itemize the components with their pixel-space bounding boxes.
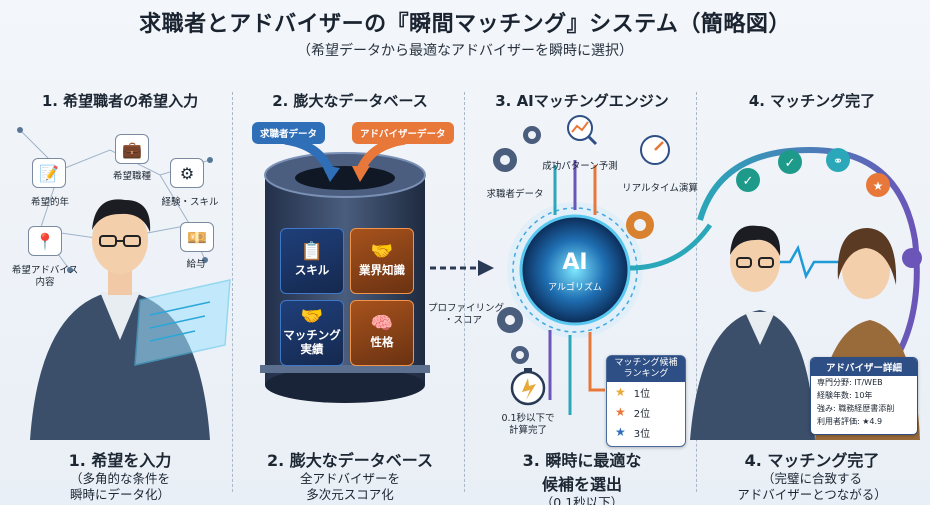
svg-text:✓: ✓ — [743, 174, 754, 189]
detail-specialty: 専門分野: IT/WEB — [817, 378, 883, 387]
handshake-icon: 🤝 — [300, 306, 324, 327]
label-annual-income: 希望的年 — [30, 197, 69, 208]
step-4-footer: 4. マッチング完了 （完璧に合致する アドバイザーとつながる） — [700, 447, 924, 503]
step-3-footer-line2: （0.1秒以下） — [540, 495, 624, 505]
step-1-footer-line2: 瞬時にデータ化） — [69, 487, 170, 502]
location-pin-icon: 📍 — [28, 226, 62, 256]
brain-icon: 🧠 — [370, 313, 394, 334]
step-4-heading: 4. マッチング完了 — [748, 92, 876, 110]
step-2-footer-title: 2. 膨大なデータベース — [267, 451, 433, 470]
label-job-type: 希望職種 — [112, 171, 151, 182]
tile-skill: 📋 スキル — [280, 228, 344, 294]
divider-1 — [232, 92, 233, 492]
ranking-title-2: ランキング — [623, 369, 669, 379]
gear-icon: ⚙ — [170, 158, 204, 188]
stopwatch-icon — [510, 368, 546, 406]
ranking-title-1: マッチング候補 — [614, 358, 678, 368]
divider-3 — [696, 92, 697, 492]
ai-label: AI — [562, 250, 588, 275]
rank-3-label: 3位 — [633, 428, 651, 440]
label-profiling: プロファイリング — [428, 303, 505, 314]
divider-2 — [464, 92, 465, 492]
chart-magnifier-icon — [567, 115, 598, 146]
tile-personality: 🧠 性格 — [350, 300, 414, 366]
step-2-footer-line1: 全アドバイザーを — [299, 471, 400, 486]
seeker-data-pill: 求職者データ — [252, 122, 326, 144]
label-salary: 給与 — [186, 259, 206, 270]
briefcase-icon: 💼 — [115, 134, 149, 164]
label-realtime: リアルタイム演算 — [622, 183, 698, 194]
detail-strength: 強み: 職務経歴書添削 — [817, 404, 895, 413]
step-3-footer-title: 3. 瞬時に最適な — [522, 451, 642, 470]
tile-matching-results: 🤝 マッチング 実績 — [280, 300, 344, 366]
rank-row-2: ★ 2位 — [607, 402, 685, 422]
tile-skill-label: スキル — [294, 263, 330, 277]
star-icon: ★ — [615, 425, 626, 439]
rank-1-label: 1位 — [633, 388, 651, 400]
advisor-detail-card: アドバイザー詳細 専門分野: IT/WEB 経験年数: 10年 強み: 職務経歴… — [810, 357, 918, 435]
page-subtitle: （希望データから最適なアドバイザーを瞬時に選択） — [297, 43, 633, 59]
step-4-footer-line2: アドバイザーとつながる） — [737, 487, 887, 502]
holo-tablet — [134, 279, 231, 366]
advisor-man — [690, 225, 815, 440]
tile-industry-label: 業界知識 — [359, 263, 405, 277]
tile-results-label: 実績 — [300, 342, 324, 356]
tile-personality-label: 性格 — [370, 335, 394, 349]
step-1-footer-line1: （多角的な条件を — [69, 471, 170, 486]
pulse-line — [770, 244, 840, 280]
step-2-heading: 2. 膨大なデータベース — [272, 92, 428, 110]
advisor-data-pill: アドバイザーデータ — [352, 122, 454, 144]
step-1-heading: 1. 希望職者の希望入力 — [41, 92, 199, 110]
step-1-footer: 1. 希望を入力 （多角的な条件を 瞬時にデータ化） — [10, 447, 230, 503]
db-to-ai-arrow — [430, 260, 494, 276]
page-title: 求職者とアドバイザーの『瞬間マッチング』システム（簡略図） — [139, 12, 791, 37]
step-4-footer-title: 4. マッチング完了 — [744, 451, 880, 470]
step-2-footer: 2. 膨大なデータベース 全アドバイザーを 多次元スコア化 — [238, 447, 462, 503]
ai-sub-label: アルゴリズム — [548, 283, 602, 293]
label-advice: 希望アドバイス — [11, 265, 79, 276]
detail-rating: 利用者評価: ★4.9 — [817, 417, 883, 426]
step-1-footer-title: 1. 希望を入力 — [68, 451, 172, 470]
star-icon: ★ — [615, 385, 626, 399]
rank-row-3: ★ 3位 — [607, 422, 685, 442]
gear-icons — [493, 126, 654, 364]
detail-years: 経験年数: 10年 — [817, 391, 873, 400]
gauge-icon — [640, 135, 670, 165]
advisor-detail-title: アドバイザー詳細 — [811, 358, 917, 376]
step-3-footer-line1: 候補を選出 — [541, 475, 622, 494]
rank-row-1: ★ 1位 — [607, 382, 685, 402]
tile-matching-label: マッチング — [283, 328, 341, 342]
ranking-card: マッチング候補 ランキング ★ 1位 ★ 2位 ★ 3位 — [606, 355, 686, 447]
clipboard-icon: 📋 — [300, 241, 324, 262]
step-2-footer-line2: 多次元スコア化 — [306, 487, 394, 502]
tile-industry: 🤝 業界知識 — [350, 228, 414, 294]
svg-text:✓: ✓ — [785, 156, 796, 171]
label-timer-2: 計算完了 — [508, 425, 547, 436]
document-icon: 📝 — [32, 158, 66, 188]
step-3-heading: 3. AIマッチングエンジン — [495, 92, 669, 110]
ai-core — [507, 202, 643, 338]
label-seeker-data: 求職者データ — [486, 189, 544, 200]
label-experience: 経験・スキル — [161, 197, 219, 208]
svg-text:⚭: ⚭ — [833, 154, 843, 168]
label-timer-1: 0.1秒以下で — [501, 413, 555, 424]
handshake-icon: 🤝 — [370, 241, 394, 262]
rank-2-label: 2位 — [633, 408, 651, 420]
step-4-footer-line1: （完璧に合致する — [761, 471, 862, 486]
label-profiling-2: ・スコア — [443, 315, 482, 326]
step-3-footer: 3. 瞬時に最適な 候補を選出 （0.1秒以下） — [470, 447, 694, 505]
label-success-pattern: 成功パターン予測 — [542, 161, 618, 172]
ranking-title: マッチング候補 ランキング — [607, 356, 685, 382]
money-icon: 💴 — [180, 222, 214, 252]
star-icon: ★ — [615, 405, 626, 419]
label-advice-2: 内容 — [35, 277, 55, 288]
svg-text:★: ★ — [873, 179, 884, 193]
